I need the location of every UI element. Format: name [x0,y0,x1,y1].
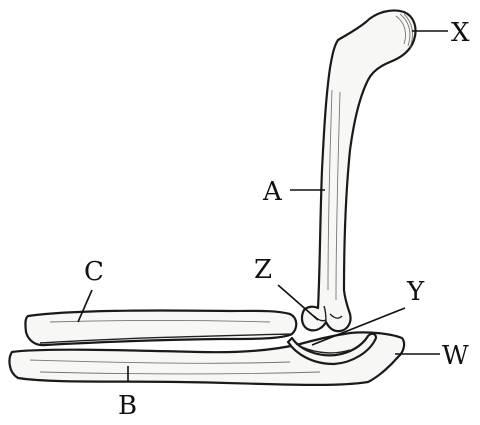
label-A: A [262,177,283,207]
bone-A [302,10,416,331]
label-Y: Y [406,277,425,307]
label-C: C [84,257,104,287]
label-W: W [442,341,469,371]
label-X: X [451,18,470,48]
label-Z: Z [254,255,272,285]
bone-C [25,311,296,346]
label-B: B [118,391,137,421]
